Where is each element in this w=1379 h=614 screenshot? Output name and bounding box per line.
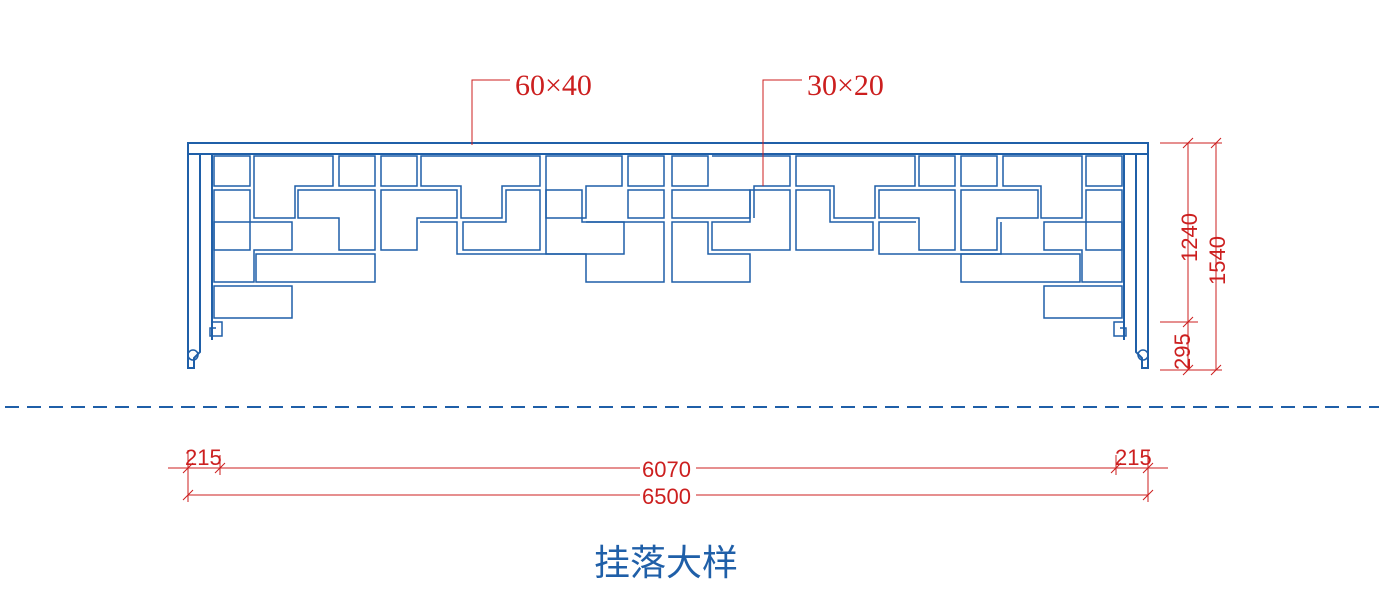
dim-right-offset: 215 (1115, 445, 1152, 470)
dim-total-width: 6500 (642, 484, 691, 509)
right-hook-ornament (1113, 321, 1127, 337)
right-post (1135, 143, 1149, 369)
callout-label: 30×20 (807, 69, 884, 102)
lattice-cell (918, 155, 956, 187)
lattice-line (420, 221, 625, 255)
top-rail (187, 142, 1149, 155)
lattice-cell (255, 253, 376, 283)
lattice-cell (671, 189, 751, 219)
lattice-step (1043, 221, 1123, 283)
lattice-step (711, 189, 791, 251)
lattice-step (1002, 155, 1083, 219)
dim-total-height: 1540 (1205, 236, 1230, 285)
lattice-cell (627, 155, 665, 187)
lattice-step (297, 189, 376, 251)
horizontal-dimensions: 215 6070 215 6500 (168, 445, 1168, 509)
callout-leader (471, 79, 510, 145)
lattice-step (253, 155, 334, 219)
lattice-cell (960, 253, 1081, 283)
lattice-cell (671, 155, 709, 187)
lattice-cell (338, 155, 376, 187)
dim-inner-height: 1240 (1177, 213, 1202, 262)
dim-bottom-height: 295 (1170, 333, 1195, 370)
lattice-step (671, 221, 751, 283)
outer-frame (187, 142, 1149, 369)
dimension-ticks (182, 462, 1154, 501)
dimension-ticks (1182, 137, 1222, 376)
lattice-cell (213, 189, 251, 251)
lattice-line (878, 221, 1002, 255)
callout-frame-section: 60×40 (471, 69, 592, 145)
dim-inner-width: 6070 (642, 457, 691, 482)
lattice-cell (380, 155, 418, 187)
lattice-cell (627, 189, 665, 219)
lattice-step (795, 155, 916, 219)
lattice-cell (1085, 189, 1123, 251)
label-mask (640, 483, 696, 507)
lattice-step (213, 221, 293, 283)
lattice-step (545, 155, 623, 219)
lattice-step (380, 189, 458, 251)
lattice-step (960, 189, 1039, 251)
lattice-step (545, 189, 665, 283)
drawing-title: 挂落大样 (594, 543, 738, 584)
left-end-scroll (187, 349, 199, 361)
right-post-inner (1123, 153, 1136, 340)
lattice-cell (1043, 285, 1123, 319)
label-mask (640, 455, 696, 479)
lattice-cell (960, 155, 998, 187)
callout-label: 60×40 (515, 69, 592, 102)
dim-left-offset: 215 (185, 445, 222, 470)
lattice-cell (213, 285, 293, 319)
lattice-step (795, 189, 874, 251)
lattice-step (462, 189, 541, 251)
left-hook-ornament (209, 321, 223, 337)
callout-leader (762, 79, 802, 186)
fretwork-lattice (213, 155, 1123, 319)
right-end-scroll (1137, 349, 1149, 361)
lattice-step (878, 189, 956, 251)
left-post-inner (200, 153, 213, 340)
lattice-cell (1085, 155, 1123, 187)
lattice-cell (213, 155, 251, 187)
vertical-dimensions: 1240 1540 295 (1160, 137, 1230, 376)
left-post (187, 143, 201, 369)
callout-lattice-section: 30×20 (762, 69, 884, 186)
lattice-step (420, 155, 541, 219)
lattice-step (712, 155, 791, 218)
